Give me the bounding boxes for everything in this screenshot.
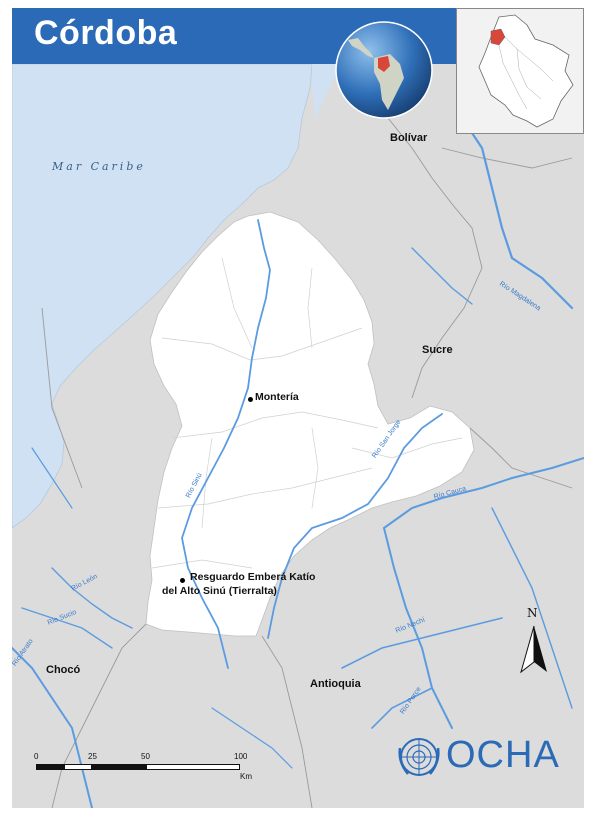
scale-tick-0: 0	[34, 752, 39, 761]
cordoba-inset-highlight	[490, 28, 506, 46]
north-tributary	[411, 247, 473, 305]
department-borders	[41, 117, 573, 808]
label-sucre: Sucre	[422, 344, 453, 356]
central-america-shape	[348, 38, 374, 58]
ocha-logo: OCHA	[396, 732, 566, 782]
globe-locator	[335, 21, 433, 119]
scale-tick-100: 100	[234, 752, 248, 761]
colombia-outline	[478, 14, 574, 128]
atrato-river	[12, 647, 93, 808]
cauca-south	[383, 527, 453, 729]
inset-map	[456, 8, 584, 134]
scale-tick-50: 50	[141, 752, 150, 761]
leon-river	[51, 567, 133, 629]
cordoba-department	[145, 211, 475, 637]
nechi-river	[341, 617, 503, 669]
sucio-river	[21, 607, 113, 649]
label-bolivar: Bolívar	[390, 132, 428, 144]
label-monteria: Montería	[255, 391, 299, 403]
colombia-highlight	[378, 56, 390, 72]
scale-unit: Km	[240, 772, 252, 781]
coast-sea-east	[312, 64, 342, 118]
rivers	[12, 116, 584, 808]
resguardo-dot	[180, 578, 185, 583]
lower-creek	[211, 707, 293, 769]
label-antioquia: Antioquia	[310, 678, 361, 690]
label-resguardo-line1: Resguardo Emberá Katío	[190, 571, 316, 583]
north-label: N	[527, 606, 538, 620]
porce-river	[371, 687, 433, 729]
west-creek	[31, 447, 73, 509]
magdalena-river	[460, 116, 574, 310]
label-choco: Chocó	[46, 664, 81, 676]
east-tributary	[491, 507, 573, 709]
municipal-borders	[151, 257, 463, 569]
map: Córdoba Mar Caribe Bolívar Sucre	[12, 8, 584, 808]
north-arrow: N	[517, 606, 551, 678]
un-emblem-icon	[398, 738, 440, 776]
scale-bar: 0 25 50 100 Km	[34, 752, 264, 788]
san-jorge-river	[267, 413, 443, 639]
map-title: Córdoba	[34, 14, 178, 52]
ocha-text: OCHA	[446, 734, 560, 776]
sinu-river	[181, 219, 271, 669]
map-canvas	[12, 8, 584, 808]
caribbean-sea	[12, 63, 313, 529]
scale-tick-25: 25	[88, 752, 97, 761]
monteria-dot	[248, 397, 253, 402]
label-resguardo-line2: del Alto Sinú (Tierralta)	[162, 585, 277, 597]
sea-label: Mar Caribe	[52, 160, 146, 173]
cauca-river	[383, 457, 584, 529]
